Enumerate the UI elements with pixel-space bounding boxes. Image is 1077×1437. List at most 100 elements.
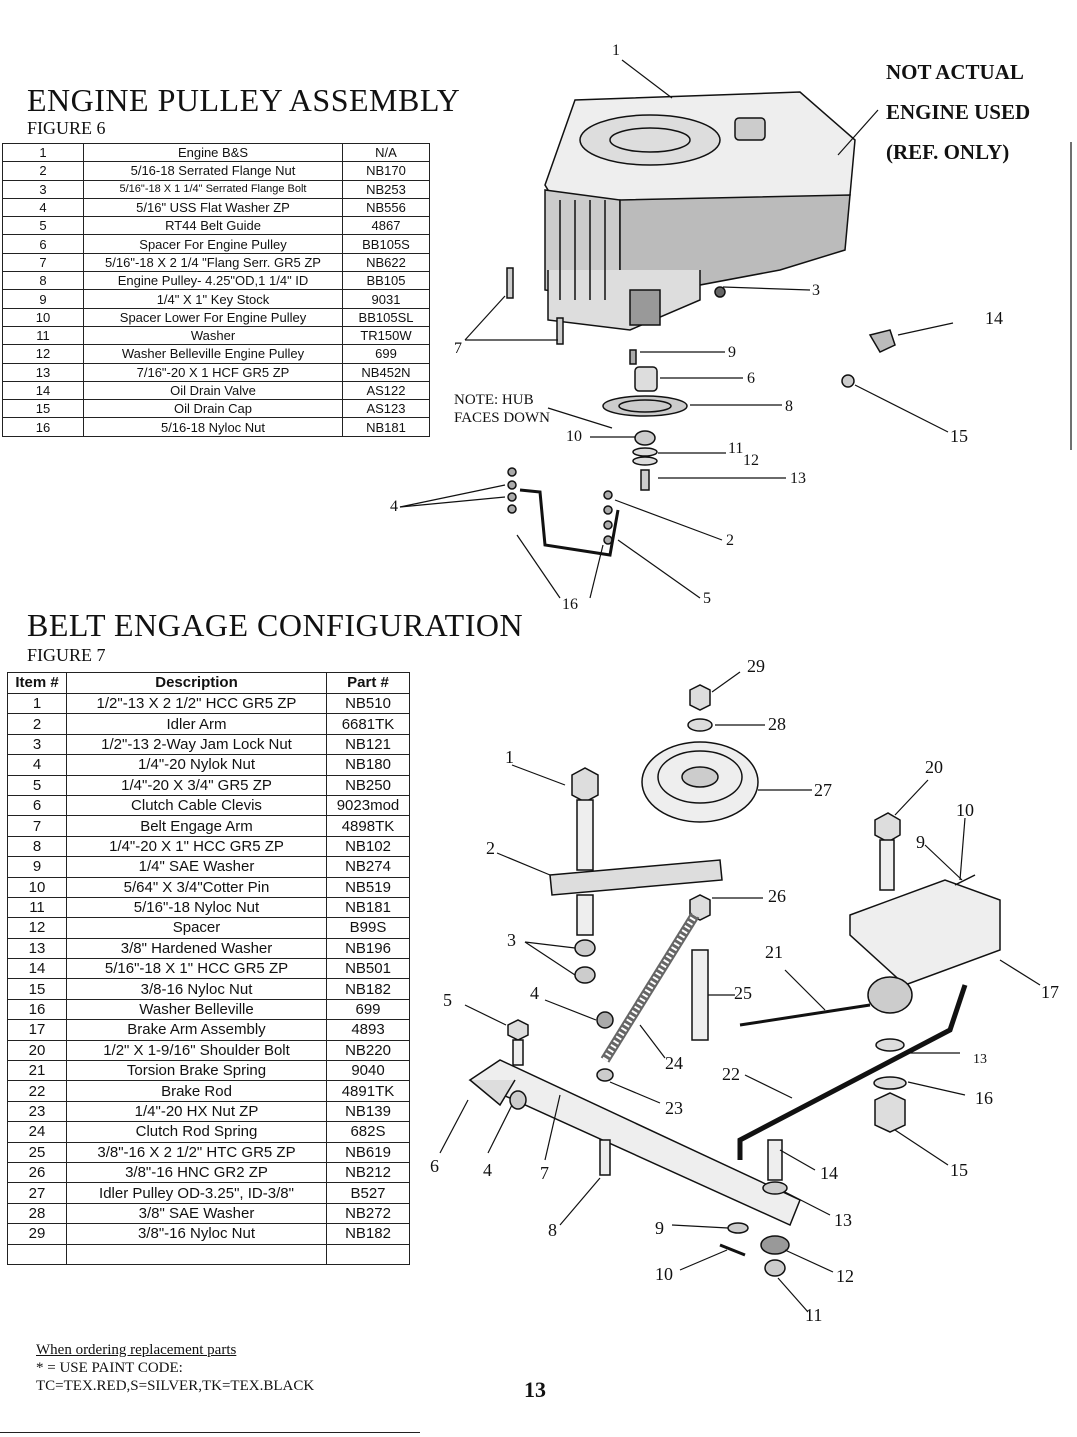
figure-7-label: FIGURE 7 <box>27 645 106 665</box>
description-cell: 5/16"-18 X 2 1/4 "Flang Serr. GR5 ZP <box>83 252 343 273</box>
callout-6-3: 3 <box>812 282 820 299</box>
part-cell <box>326 1243 410 1265</box>
callout-7-25: 25 <box>734 983 752 1003</box>
callout-7-7: 7 <box>540 1163 549 1183</box>
callout-6-1: 1 <box>612 42 620 59</box>
part-cell: AS123 <box>342 399 430 419</box>
callout-7-16: 16 <box>975 1088 993 1108</box>
callout-7-27: 27 <box>814 780 832 800</box>
callout-6-2: 2 <box>726 532 734 549</box>
callout-7-6: 6 <box>430 1156 439 1176</box>
figure-7-leaders <box>439 671 1041 1313</box>
callout-7-20: 20 <box>925 757 943 777</box>
callout-6-8: 8 <box>785 398 793 415</box>
callout-7-2: 2 <box>486 838 495 858</box>
callout-6-15: 15 <box>950 426 968 446</box>
callout-7-4b: 4 <box>483 1160 492 1180</box>
table-row <box>7 1243 410 1265</box>
part-cell: B99S <box>326 917 410 939</box>
callout-7-10b: 10 <box>655 1264 673 1284</box>
item-cell: 21 <box>7 1060 67 1082</box>
item-cell: 27 <box>7 1182 67 1204</box>
item-cell: 24 <box>7 1121 67 1143</box>
callout-7-3: 3 <box>507 930 516 950</box>
note-line: NOT ACTUAL <box>886 60 1024 84</box>
engine-pulley-title: ENGINE PULLEY ASSEMBLY <box>27 82 461 118</box>
callout-6-16: 16 <box>562 596 578 613</box>
figure-6-label: FIGURE 6 <box>27 118 106 138</box>
item-cell: 15 <box>2 399 84 419</box>
callout-6-5: 5 <box>703 590 711 607</box>
part-cell: NB622 <box>342 252 430 273</box>
paint-code-note: * = USE PAINT CODE: <box>36 1360 183 1376</box>
hub-note-line: FACES DOWN <box>454 410 550 426</box>
description-cell: 3/8"-16 Nyloc Nut <box>66 1223 327 1245</box>
description-cell: 1/4"-20 X 1" HCC GR5 ZP <box>66 835 327 858</box>
paint-code-list: TC=TEX.RED,S=SILVER,TK=TEX.BLACK <box>36 1378 315 1394</box>
callout-7-13: 13 <box>973 1052 987 1067</box>
callout-7-8: 8 <box>548 1220 557 1240</box>
part-cell: NB619 <box>326 1141 410 1163</box>
part-cell: NB510 <box>326 692 410 715</box>
header-description: Description <box>66 672 327 694</box>
callout-7-12: 12 <box>836 1266 854 1286</box>
description-cell: 1/2"-13 X 2 1/2" HCC GR5 ZP <box>66 692 327 715</box>
description-cell: 3/8-16 Nyloc Nut <box>66 978 327 1000</box>
part-cell: 699 <box>326 998 410 1021</box>
description-cell: Washer Belleville Engine Pulley <box>83 344 343 364</box>
part-cell: NB274 <box>326 856 410 878</box>
part-cell: 4891TK <box>326 1080 410 1102</box>
description-cell: 1/2"-13 2-Way Jam Lock Nut <box>66 733 327 756</box>
callout-6-9: 9 <box>728 344 736 361</box>
hub-note-line: NOTE: HUB <box>454 392 534 408</box>
part-cell: 4893 <box>326 1019 410 1041</box>
callout-7-17: 17 <box>1041 982 1059 1002</box>
part-cell: NB170 <box>342 161 430 181</box>
callout-7-29: 29 <box>747 656 765 676</box>
part-cell: NB253 <box>342 179 430 199</box>
callout-7-1: 1 <box>505 747 514 767</box>
description-cell: Idler Pulley OD-3.25", ID-3/8" <box>66 1182 327 1204</box>
callout-6-4: 4 <box>390 498 398 515</box>
callout-6-13: 13 <box>790 470 806 487</box>
note-line: (REF. ONLY) <box>886 140 1010 164</box>
callout-7-5: 5 <box>443 990 452 1010</box>
callout-7-13b: 13 <box>834 1210 852 1230</box>
callout-7-11: 11 <box>805 1305 823 1325</box>
description-cell: 3/8"-16 X 2 1/2" HTC GR5 ZP <box>66 1141 327 1163</box>
callout-7-26: 26 <box>768 886 786 906</box>
not-actual-engine-note: NOT ACTUAL ENGINE USED (REF. ONLY) <box>886 52 1030 172</box>
callout-6-7: 7 <box>454 340 462 357</box>
description-cell: 5/16-18 Nyloc Nut <box>83 417 343 437</box>
part-cell: 6681TK <box>326 713 410 735</box>
callout-7-15: 15 <box>950 1160 968 1180</box>
description-cell: 1/2" X 1-9/16" Shoulder Bolt <box>66 1039 327 1062</box>
figure-6-leaders <box>399 59 1072 599</box>
callout-6-6: 6 <box>747 370 755 387</box>
callout-7-28: 28 <box>768 714 786 734</box>
part-cell: NB220 <box>326 1039 410 1062</box>
callout-6-11: 11 <box>728 440 744 457</box>
table-header-row: Item # Description Part # <box>7 672 410 694</box>
note-line: ENGINE USED <box>886 100 1031 124</box>
description-cell: 5/16"-18 Nyloc Nut <box>66 896 327 919</box>
callout-6-12: 12 <box>743 452 759 469</box>
